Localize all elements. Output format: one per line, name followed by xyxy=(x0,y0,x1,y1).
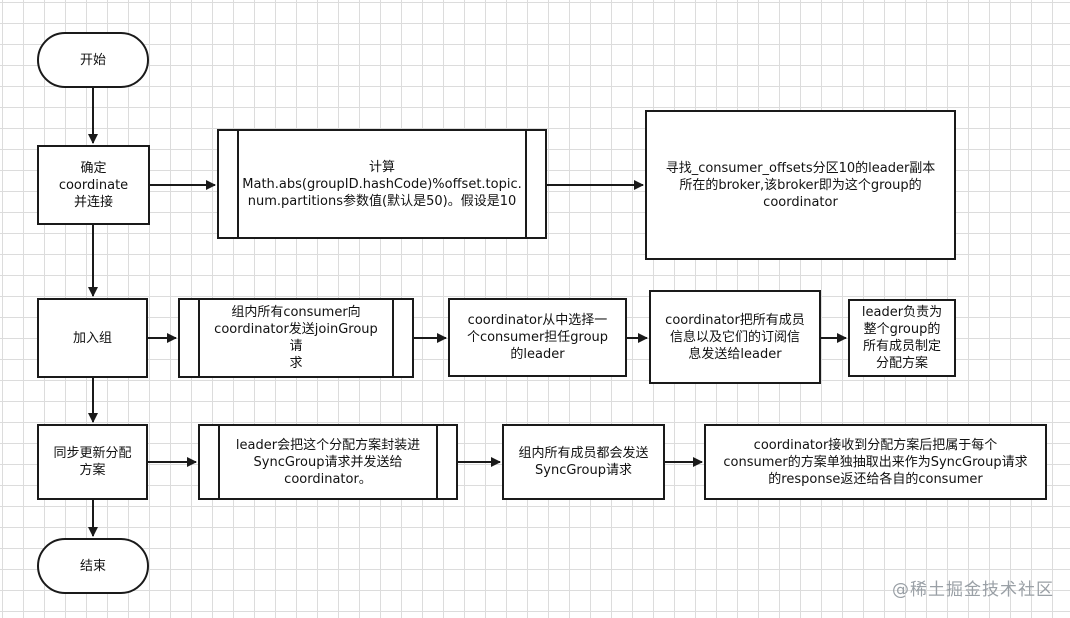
node-end: 结束 xyxy=(37,538,149,594)
node-join-group-label: 加入组 xyxy=(72,330,112,346)
node-select-leader: coordinator从中选择一 个consumer担任group 的leade… xyxy=(448,298,627,377)
node-end-label: 结束 xyxy=(79,558,106,574)
watermark-text: @稀土掘金技术社区 xyxy=(892,580,1054,600)
node-sync-update-label: 同步更新分配 方案 xyxy=(53,446,132,478)
node-leader-plan: leader负责为 整个group的 所有成员制定 分配方案 xyxy=(848,299,956,377)
node-send-info-label: coordinator把所有成员 信息以及它们的订阅信 息发送给leader xyxy=(665,312,805,362)
node-start-label: 开始 xyxy=(79,52,106,68)
node-join-send: 组内所有consumer向 coordinator发送joinGroup请 求 xyxy=(178,298,414,378)
node-members-send: 组内所有成员都会发送 SyncGroup请求 xyxy=(502,424,665,500)
node-find-broker: 寻找_consumer_offsets分区10的leader副本 所在的brok… xyxy=(645,110,956,260)
node-members-send-label: 组内所有成员都会发送 SyncGroup请求 xyxy=(518,446,649,478)
node-sync-send-label: leader会把这个分配方案封装进 SyncGroup请求并发送给 coordi… xyxy=(235,437,421,487)
node-start: 开始 xyxy=(37,32,149,88)
node-calc: 计算 Math.abs(groupID.hashCode)%offset.top… xyxy=(217,129,547,239)
node-leader-plan-label: leader负责为 整个group的 所有成员制定 分配方案 xyxy=(861,305,943,371)
node-join-group: 加入组 xyxy=(37,298,148,378)
node-calc-label: 计算 Math.abs(groupID.hashCode)%offset.top… xyxy=(242,159,522,209)
node-coord-reply-label: coordinator接收到分配方案后把属于每个 consumer的方案单独抽取… xyxy=(723,437,1028,487)
node-coord-reply: coordinator接收到分配方案后把属于每个 consumer的方案单独抽取… xyxy=(704,424,1047,500)
node-determine-coordinate: 确定 coordinate 并连接 xyxy=(37,145,150,225)
node-find-broker-label: 寻找_consumer_offsets分区10的leader副本 所在的brok… xyxy=(665,160,936,210)
node-sync-send: leader会把这个分配方案封装进 SyncGroup请求并发送给 coordi… xyxy=(198,424,458,500)
node-join-send-label: 组内所有consumer向 coordinator发送joinGroup请 求 xyxy=(214,305,378,371)
node-send-info: coordinator把所有成员 信息以及它们的订阅信 息发送给leader xyxy=(649,290,821,384)
node-determine-coordinate-label: 确定 coordinate 并连接 xyxy=(58,160,129,210)
node-sync-update: 同步更新分配 方案 xyxy=(37,424,148,500)
node-select-leader-label: coordinator从中选择一 个consumer担任group 的leade… xyxy=(466,313,609,362)
